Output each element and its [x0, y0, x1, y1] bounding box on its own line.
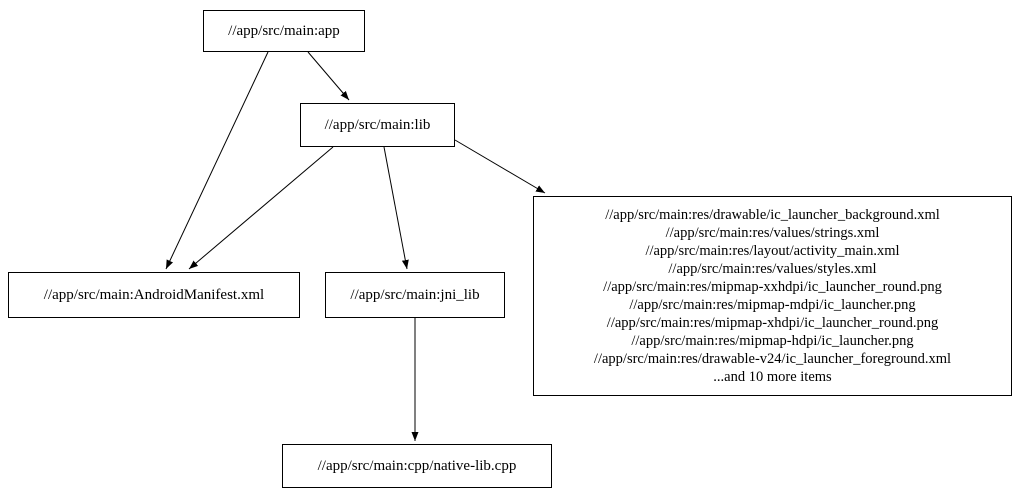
node-app-label: //app/src/main:app — [228, 22, 340, 39]
node-native-lib-cpp: //app/src/main:cpp/native-lib.cpp — [282, 444, 552, 488]
node-res-files: //app/src/main:res/drawable/ic_launcher_… — [533, 196, 1012, 396]
node-app: //app/src/main:app — [203, 10, 365, 52]
node-jni-lib: //app/src/main:jni_lib — [325, 272, 505, 318]
node-native-lib-cpp-label: //app/src/main:cpp/native-lib.cpp — [317, 457, 517, 474]
edge-lib-to-res — [454, 139, 546, 194]
res-file-line: //app/src/main:res/mipmap-mdpi/ic_launch… — [629, 297, 916, 313]
node-android-manifest: //app/src/main:AndroidManifest.xml — [8, 272, 300, 318]
node-lib-label: //app/src/main:lib — [324, 116, 431, 133]
res-file-line: //app/src/main:res/mipmap-xhdpi/ic_launc… — [606, 315, 939, 331]
edge-app-to-manifest — [165, 51, 269, 270]
res-file-line: //app/src/main:res/drawable/ic_launcher_… — [605, 207, 940, 223]
node-jni-lib-label: //app/src/main:jni_lib — [350, 286, 480, 303]
res-more-items-line: ...and 10 more items — [713, 369, 832, 385]
edge-lib-to-manifest — [188, 146, 334, 270]
edge-app-to-lib — [307, 51, 350, 101]
res-file-line: //app/src/main:res/drawable-v24/ic_launc… — [593, 351, 952, 367]
res-file-line: //app/src/main:res/values/styles.xml — [668, 261, 877, 277]
res-file-line: //app/src/main:res/mipmap-xxhdpi/ic_laun… — [603, 279, 942, 295]
res-file-line: //app/src/main:res/mipmap-hdpi/ic_launch… — [631, 333, 914, 349]
res-file-line: //app/src/main:res/values/strings.xml — [665, 225, 880, 241]
edge-lib-to-jni — [383, 146, 409, 270]
node-lib: //app/src/main:lib — [300, 103, 455, 147]
node-android-manifest-label: //app/src/main:AndroidManifest.xml — [43, 286, 265, 303]
res-file-line: //app/src/main:res/layout/activity_main.… — [645, 243, 900, 259]
